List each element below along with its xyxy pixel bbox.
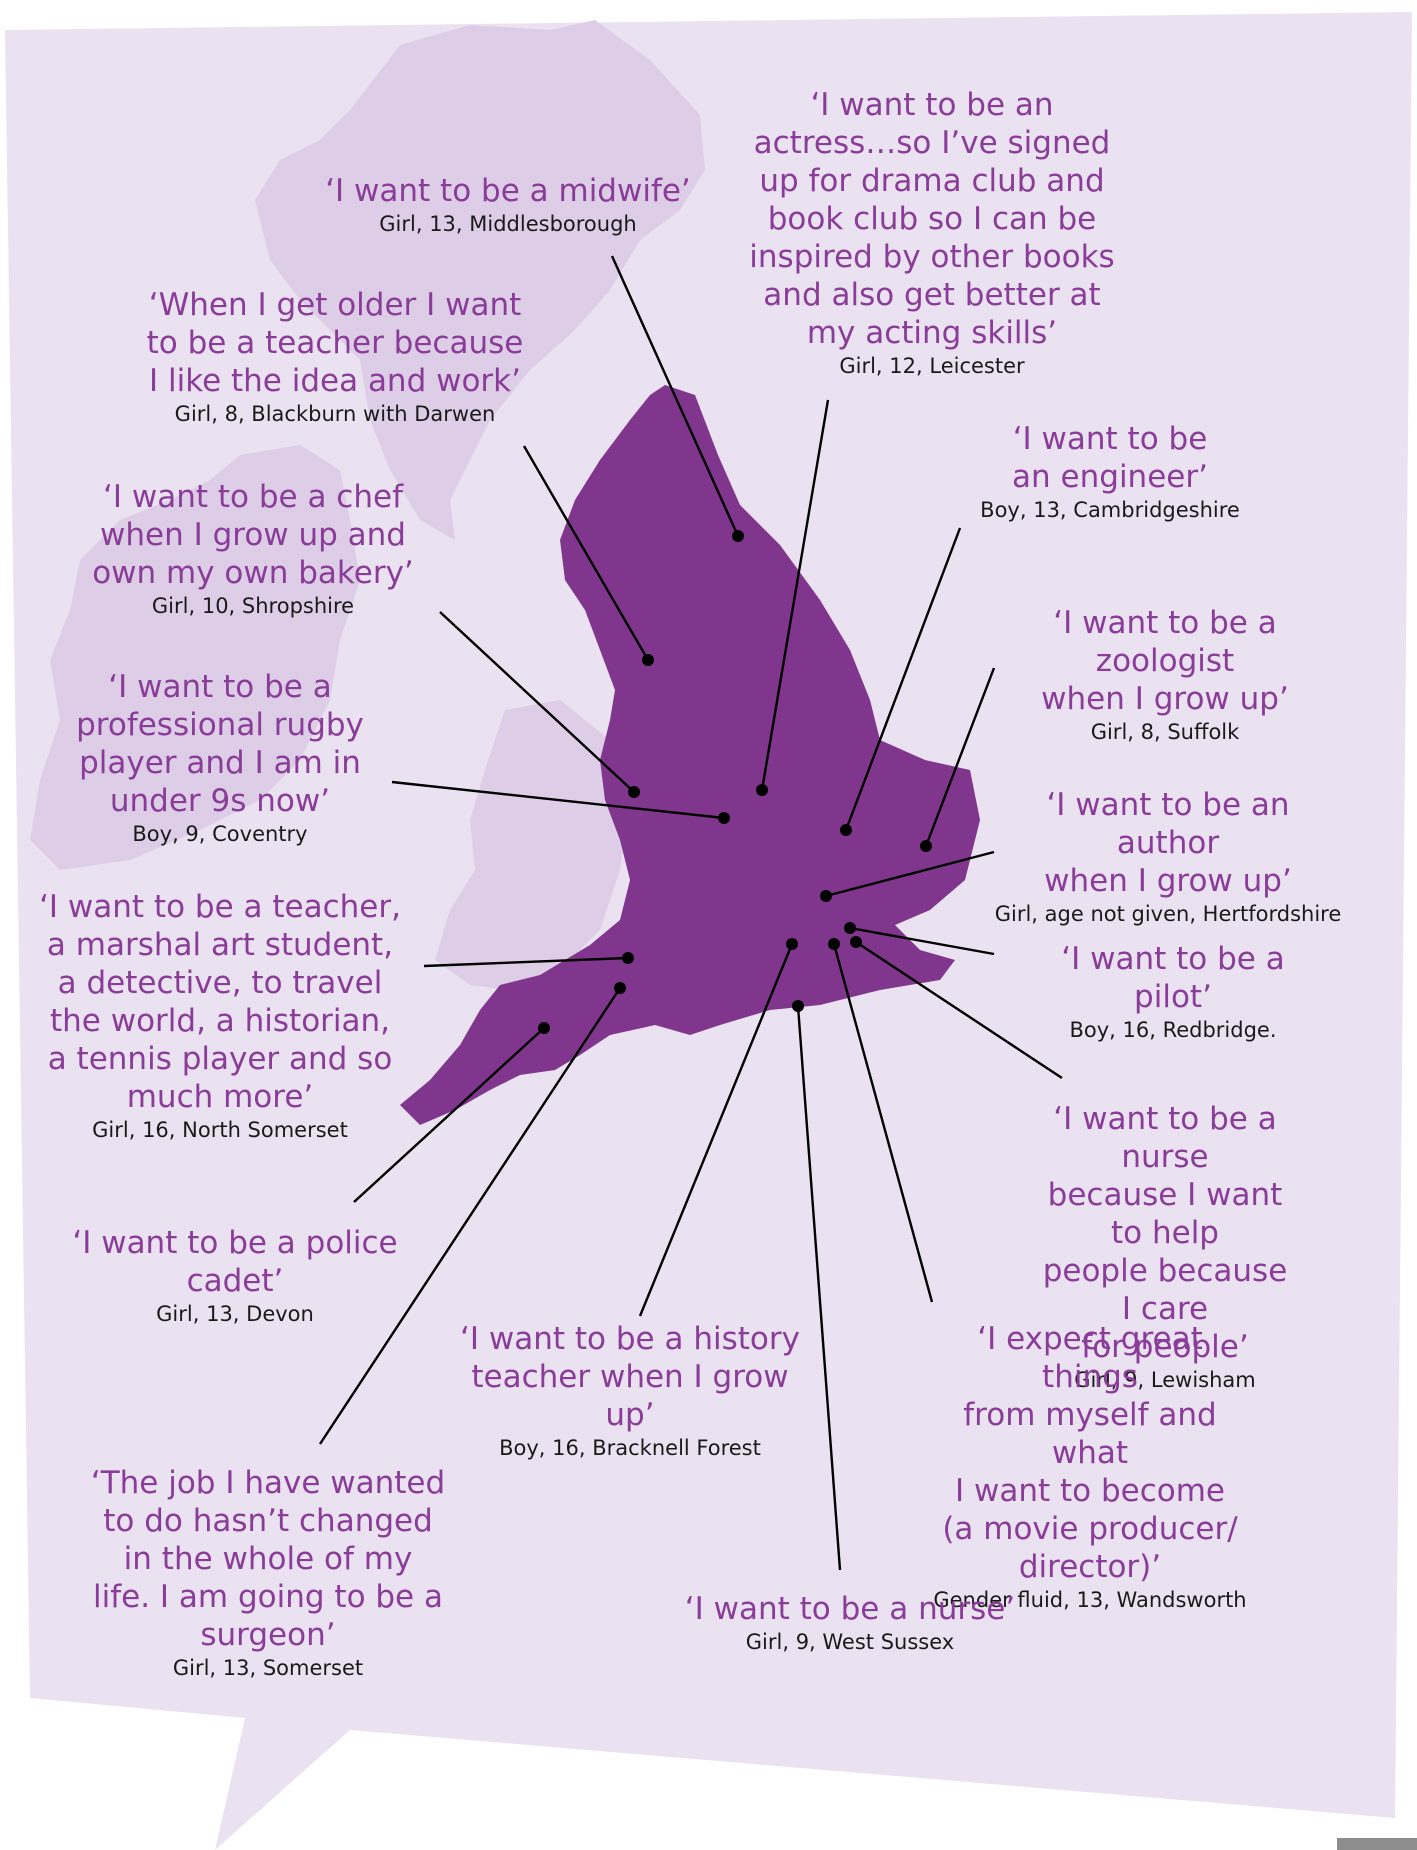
leader-line-author [825, 850, 995, 898]
location-dot-marshal [622, 952, 634, 964]
quote-author: ‘I want to be an author when I grow up’ … [995, 786, 1342, 928]
quote-text: ‘I want to be a chef when I grow up and … [92, 479, 414, 591]
quote-text: ‘I want to be an actress…so I’ve signed … [749, 87, 1115, 351]
quote-nurse-sussex: ‘I want to be a nurse’ Girl, 9, West Sus… [685, 1590, 1015, 1656]
quote-text: ‘I want to be an engineer’ [1012, 421, 1208, 495]
quote-text: ‘The job I have wanted to do hasn’t chan… [90, 1465, 446, 1653]
leader-line-marshal [423, 956, 629, 968]
quote-surgeon: ‘The job I have wanted to do hasn’t chan… [91, 1464, 445, 1682]
leader-line-teacher-blackburn [522, 445, 650, 661]
leader-line-producer [832, 943, 934, 1303]
quote-text: ‘I want to be a midwife’ [325, 173, 691, 209]
location-dot-zoologist [920, 840, 932, 852]
quote-teacher-blackburn: ‘When I get older I want to be a teacher… [147, 286, 524, 428]
location-dot-midwife [732, 530, 744, 542]
quote-police: ‘I want to be a police cadet’ Girl, 13, … [72, 1224, 397, 1328]
leader-line-engineer [844, 527, 962, 831]
location-dot-nurse-lewisham [850, 936, 862, 948]
quote-text: ‘I want to be a zoologist when I grow up… [1041, 605, 1289, 717]
leader-line-nurse-sussex [796, 1005, 842, 1571]
leader-line-nurse-lewisham [855, 940, 1063, 1080]
location-dot-rugby [718, 812, 730, 824]
quote-attribution: Boy, 16, Bracknell Forest [499, 1436, 761, 1460]
quote-attribution: Girl, 8, Suffolk [1090, 720, 1240, 744]
quote-text: ‘When I get older I want to be a teacher… [146, 287, 524, 399]
quote-attribution: Boy, 9, Coventry [132, 822, 308, 846]
quote-nurse-lewisham: ‘I want to be a nurse because I want to … [1039, 1100, 1291, 1394]
location-dot-engineer [840, 824, 852, 836]
location-dot-police [538, 1022, 550, 1034]
leader-line-actress [760, 399, 830, 791]
quote-attribution: Boy, 13, Cambridgeshire [980, 498, 1240, 522]
location-dot-surgeon [614, 982, 626, 994]
quote-producer: ‘I expect great things from myself and w… [927, 1320, 1254, 1614]
quote-text: ‘I want to be a nurse because I want to … [1042, 1101, 1288, 1365]
ireland-shape [30, 445, 360, 870]
quote-engineer: ‘I want to be an engineer’ Boy, 13, Camb… [980, 420, 1240, 524]
quote-text: ‘I want to be a nurse’ [684, 1591, 1016, 1627]
leader-line-zoologist [924, 667, 996, 847]
leader-line-midwife [610, 255, 740, 537]
location-dot-nurse-sussex [792, 1000, 804, 1012]
leader-line-surgeon [318, 987, 622, 1445]
quote-text: ‘I want to be a police cadet’ [72, 1225, 398, 1299]
quote-rugby: ‘I want to be a professional rugby playe… [76, 668, 364, 848]
quote-zoologist: ‘I want to be a zoologist when I grow up… [1039, 604, 1291, 746]
location-dot-chef [628, 786, 640, 798]
location-dot-teacher-blackburn [642, 654, 654, 666]
quote-attribution: Girl, 13, Devon [156, 1302, 314, 1326]
quote-chef: ‘I want to be a chef when I grow up and … [92, 478, 414, 620]
quote-text: ‘I expect great things from myself and w… [942, 1321, 1238, 1585]
leader-line-rugby [391, 780, 725, 820]
scotland-shape [255, 20, 705, 540]
quote-attribution: Girl, 16, North Somerset [92, 1118, 348, 1142]
location-dot-author [820, 890, 832, 902]
quote-pilot: ‘I want to be a pilot’ Boy, 16, Redbridg… [1051, 940, 1295, 1044]
location-dot-actress [756, 784, 768, 796]
quote-text: ‘I want to be a professional rugby playe… [76, 669, 364, 819]
quote-attribution: Girl, 9, West Sussex [745, 1630, 955, 1654]
quote-text: ‘I want to be an author when I grow up’ [1044, 787, 1292, 899]
leader-line-history [638, 943, 794, 1317]
quote-attribution: Girl, 13, Somerset [172, 1656, 364, 1680]
quote-midwife: ‘I want to be a midwife’ Girl, 13, Middl… [325, 172, 691, 238]
quote-marshal-art: ‘I want to be a teacher, a marshal art s… [39, 888, 401, 1144]
location-dots [538, 530, 932, 1034]
wales-shape [435, 700, 630, 990]
leader-lines [318, 255, 1063, 1571]
quote-attribution: Girl, age not given, Hertfordshire [994, 902, 1342, 926]
location-dot-producer [828, 938, 840, 950]
quote-text: ‘I want to be a pilot’ [1061, 941, 1285, 1015]
quote-history: ‘I want to be a history teacher when I g… [460, 1320, 800, 1462]
quote-attribution: Girl, 12, Leicester [839, 354, 1025, 378]
quote-attribution: Gender fluid, 13, Wandsworth [933, 1588, 1247, 1612]
location-dot-history [786, 938, 798, 950]
quote-attribution: Girl, 8, Blackburn with Darwen [174, 402, 496, 426]
leader-line-pilot [849, 926, 995, 956]
quote-text: ‘I want to be a teacher, a marshal art s… [39, 889, 401, 1115]
quote-attribution: Girl, 9, Lewisham [1074, 1368, 1256, 1392]
leader-line-police [353, 1027, 545, 1203]
corner-tab [1337, 1838, 1417, 1850]
location-dot-pilot [844, 922, 856, 934]
quote-attribution: Girl, 13, Middlesborough [379, 212, 637, 236]
leader-line-chef [439, 611, 635, 793]
quote-attribution: Boy, 16, Redbridge. [1069, 1018, 1277, 1042]
quote-actress: ‘I want to be an actress…so I’ve signed … [749, 86, 1114, 380]
quote-attribution: Girl, 10, Shropshire [151, 594, 355, 618]
quote-text: ‘I want to be a history teacher when I g… [460, 1321, 800, 1433]
